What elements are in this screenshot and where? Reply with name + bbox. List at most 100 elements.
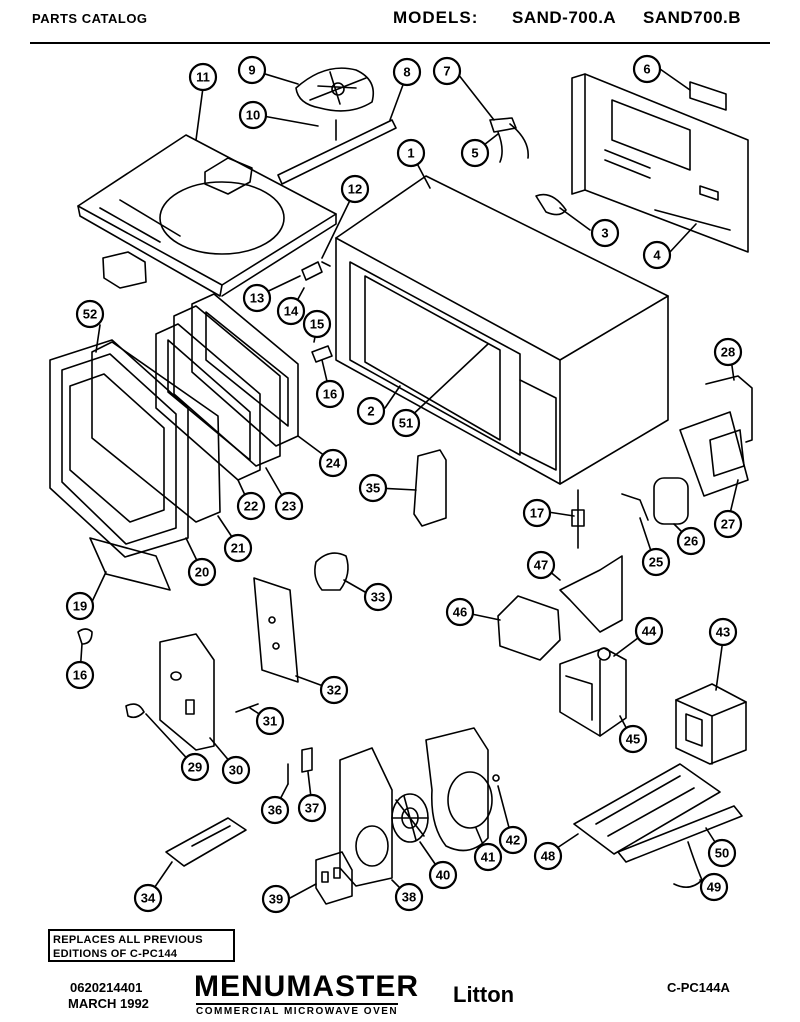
- callout-6: 6: [632, 54, 662, 84]
- svg-text:38: 38: [402, 890, 416, 905]
- callout-31: 31: [255, 706, 285, 736]
- callout-43: 43: [708, 617, 738, 647]
- callout-44: 44: [634, 616, 664, 646]
- callout-52: 52: [75, 299, 105, 329]
- callout-10: 10: [238, 100, 268, 130]
- svg-text:50: 50: [715, 846, 729, 861]
- brand-tagline: COMMERCIAL MICROWAVE OVEN: [196, 1003, 399, 1017]
- callout-38: 38: [394, 882, 424, 912]
- svg-text:16: 16: [323, 387, 337, 402]
- callout-14: 14: [276, 296, 306, 326]
- svg-text:29: 29: [188, 760, 202, 775]
- callout-35: 35: [358, 473, 388, 503]
- svg-text:20: 20: [195, 565, 209, 580]
- magnetron-drawing: [559, 647, 627, 737]
- svg-text:16: 16: [73, 668, 87, 683]
- svg-text:3: 3: [601, 226, 608, 241]
- svg-text:33: 33: [371, 590, 385, 605]
- svg-text:42: 42: [506, 833, 520, 848]
- callout-47: 47: [526, 550, 556, 580]
- callout-17: 16: [65, 660, 95, 690]
- callout-23: 23: [274, 491, 304, 521]
- callout-37: 37: [297, 793, 327, 823]
- svg-text:9: 9: [248, 63, 255, 78]
- callout-45: 45: [618, 724, 648, 754]
- callout-15: 15: [302, 309, 332, 339]
- callout-26: 26: [676, 526, 706, 556]
- models-label: MODELS:: [393, 8, 479, 27]
- callout-5: 5: [460, 138, 490, 168]
- callout-7: 7: [432, 56, 462, 86]
- callout-29: 29: [180, 752, 210, 782]
- svg-text:36: 36: [268, 803, 282, 818]
- svg-text:41: 41: [481, 850, 495, 865]
- publication-date: MARCH 1992: [68, 996, 149, 1011]
- callout-4: 4: [642, 240, 672, 270]
- svg-text:5: 5: [471, 146, 478, 161]
- svg-text:7: 7: [443, 64, 450, 79]
- replaces-notice: REPLACES ALL PREVIOUS EDITIONS OF C-PC14…: [48, 929, 235, 962]
- replaces-line-1: REPLACES ALL PREVIOUS: [53, 934, 203, 946]
- maker-name: Litton: [453, 982, 515, 1007]
- svg-text:40: 40: [436, 868, 450, 883]
- callout-50: 50: [707, 838, 737, 868]
- callout-3: 3: [590, 218, 620, 248]
- svg-text:30: 30: [229, 763, 243, 778]
- callout-51: 51: [391, 408, 421, 438]
- callout-42: 42: [498, 825, 528, 855]
- svg-text:15: 15: [310, 317, 324, 332]
- svg-text:23: 23: [282, 499, 296, 514]
- callout-36: 36: [260, 795, 290, 825]
- top-plate-drawing: [77, 134, 337, 297]
- callout-27: 27: [713, 509, 743, 539]
- svg-text:34: 34: [141, 891, 156, 906]
- svg-text:4: 4: [653, 248, 661, 263]
- callout-20: 20: [187, 557, 217, 587]
- svg-text:32: 32: [327, 683, 341, 698]
- callout-18: 17: [522, 498, 552, 528]
- model-number-1: SAND-700.A: [512, 8, 617, 27]
- svg-text:47: 47: [534, 558, 548, 573]
- door-frame-drawing: [49, 339, 189, 558]
- svg-text:2: 2: [367, 404, 374, 419]
- cabinet-drawing: [335, 175, 669, 485]
- svg-text:28: 28: [721, 345, 735, 360]
- callout-34: 34: [133, 883, 163, 913]
- callout-11: 11: [188, 62, 218, 92]
- brand-logo: MENUMASTER: [194, 970, 419, 1003]
- svg-text:10: 10: [246, 108, 260, 123]
- callout-16: 16: [315, 379, 345, 409]
- callout-39: 39: [261, 884, 291, 914]
- svg-text:22: 22: [244, 499, 258, 514]
- callout-24: 24: [318, 448, 348, 478]
- model-number-2: SAND700.B: [643, 8, 742, 27]
- callout-41: 41: [473, 842, 503, 872]
- svg-text:14: 14: [284, 304, 299, 319]
- svg-text:35: 35: [366, 481, 380, 496]
- svg-text:24: 24: [326, 456, 341, 471]
- callout-46: 46: [445, 597, 475, 627]
- callout-2: 2: [356, 396, 386, 426]
- svg-text:31: 31: [263, 714, 277, 729]
- svg-text:37: 37: [305, 801, 319, 816]
- svg-text:26: 26: [684, 534, 698, 549]
- svg-text:25: 25: [649, 555, 663, 570]
- header-rule: [30, 42, 770, 44]
- svg-text:52: 52: [83, 307, 97, 322]
- callout-1: 1: [396, 138, 426, 168]
- svg-text:48: 48: [541, 849, 555, 864]
- svg-text:27: 27: [721, 517, 735, 532]
- callout-13: 13: [242, 283, 272, 313]
- svg-text:8: 8: [403, 65, 410, 80]
- callout-25: 25: [641, 547, 671, 577]
- callout-21: 21: [223, 533, 253, 563]
- svg-text:19: 19: [73, 599, 87, 614]
- document-number: 0620214401: [70, 980, 143, 995]
- svg-text:12: 12: [348, 182, 362, 197]
- callout-22: 22: [236, 491, 266, 521]
- callout-19: 19: [65, 591, 95, 621]
- callout-30: 30: [221, 755, 251, 785]
- callout-9: 9: [237, 55, 267, 85]
